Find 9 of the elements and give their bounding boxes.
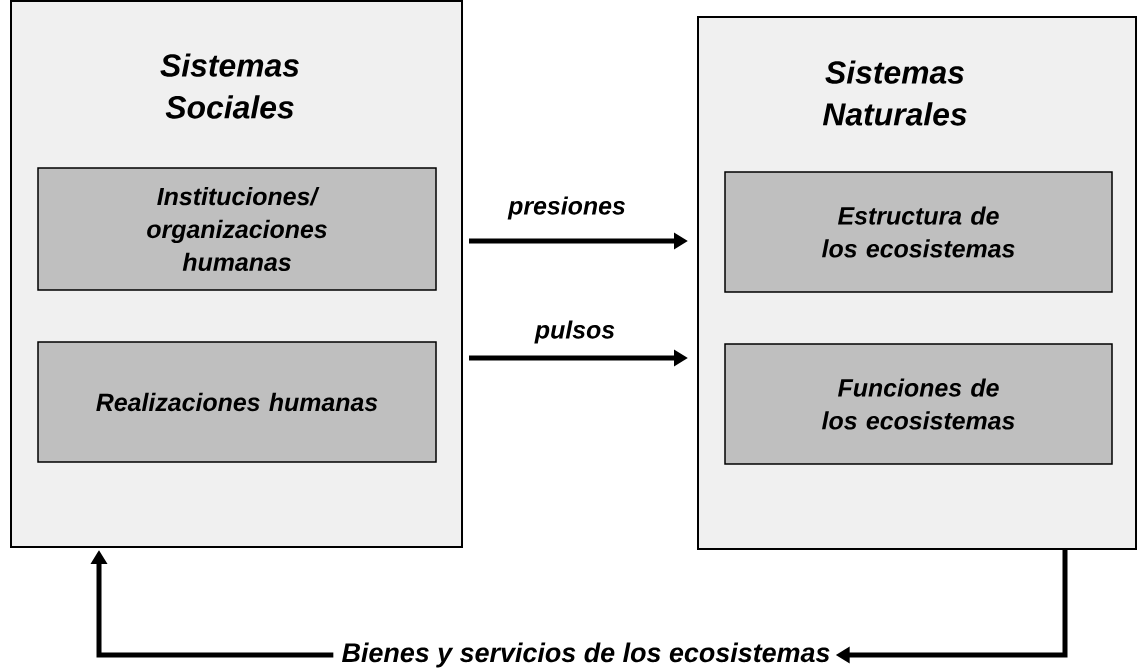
component-box: Instituciones/ organizaciones humanas [37, 167, 437, 291]
flow-label: Bienes y servicios de los ecosistemas [342, 642, 830, 668]
component-box: Realizaciones humanas [37, 341, 437, 463]
component-box: Estructura de los ecosistemas [724, 171, 1113, 293]
edge-label: presiones [507, 196, 625, 220]
panel-title: Sistemas Naturales [822, 60, 967, 126]
component-box: Funciones de los ecosistemas [724, 343, 1113, 465]
panel-title: Sistemas Sociales [160, 53, 299, 119]
edge-label: pulsos [534, 320, 615, 344]
